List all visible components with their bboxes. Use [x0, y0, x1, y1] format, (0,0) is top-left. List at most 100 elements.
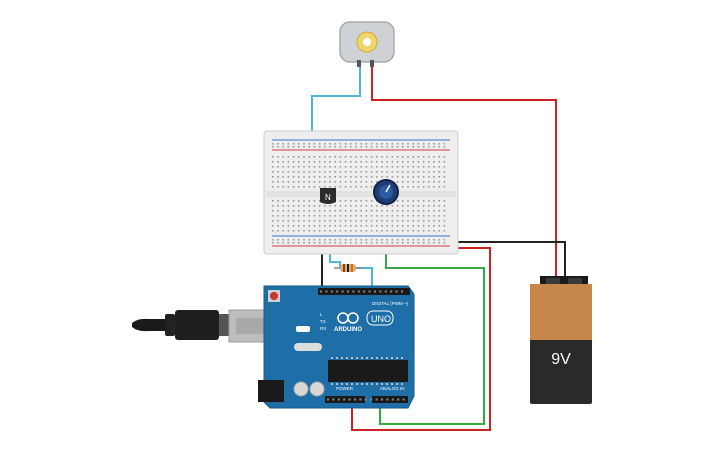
- usb-cable[interactable]: [132, 309, 274, 343]
- analog-header[interactable]: [372, 396, 408, 403]
- breadboard-hole: [428, 225, 430, 227]
- breadboard-hole: [318, 205, 321, 207]
- breadboard-hole: [417, 220, 420, 222]
- breadboard-hole: [272, 161, 274, 163]
- breadboard-hole: [287, 242, 290, 244]
- breadboard-hole: [313, 225, 316, 227]
- breadboard-hole: [412, 220, 414, 222]
- breadboard-hole: [329, 239, 331, 241]
- breadboard-hole: [412, 143, 414, 145]
- breadboard-hole: [407, 181, 409, 183]
- breadboard-hole: [277, 186, 279, 188]
- breadboard-hole: [292, 186, 295, 188]
- battery-9v[interactable]: 9V: [530, 276, 592, 404]
- breadboard-hole: [360, 210, 362, 212]
- header-pin: [348, 398, 351, 401]
- breadboard-hole: [308, 200, 310, 202]
- breadboard-hole: [422, 210, 425, 212]
- breadboard-hole: [339, 242, 342, 244]
- breadboard-hole: [365, 181, 368, 183]
- breadboard-hole: [381, 239, 383, 241]
- breadboard-hole: [334, 156, 336, 158]
- breadboard-hole: [277, 205, 279, 207]
- power-jack[interactable]: [258, 380, 284, 402]
- analog-in-label: ANALOG IN: [380, 386, 405, 391]
- breadboard-hole: [391, 220, 394, 222]
- breadboard-hole: [365, 200, 368, 202]
- breadboard-hole: [329, 166, 331, 168]
- breadboard-hole: [318, 225, 321, 227]
- breadboard-hole: [386, 161, 388, 163]
- breadboard-hole: [365, 242, 368, 244]
- breadboard-hole: [339, 205, 342, 207]
- breadboard-hole: [443, 161, 446, 163]
- breadboard-hole: [391, 210, 394, 212]
- breadboard-hole: [303, 181, 305, 183]
- breadboard-hole: [360, 181, 362, 183]
- dc-motor[interactable]: [339, 21, 395, 67]
- breadboard-hole: [402, 242, 404, 244]
- arduino-logo: ARDUINO: [334, 312, 362, 333]
- breadboard-hole: [386, 210, 388, 212]
- breadboard-hole: [318, 215, 321, 217]
- breadboard-hole: [318, 166, 321, 168]
- breadboard-hole: [329, 225, 331, 227]
- breadboard-hole: [433, 220, 435, 222]
- breadboard-hole: [438, 161, 440, 163]
- breadboard-hole: [428, 239, 430, 241]
- breadboard-hole: [370, 176, 373, 178]
- resistor[interactable]: [334, 264, 362, 272]
- wire-5v-red[interactable]: [351, 247, 491, 431]
- npn-transistor[interactable]: N: [320, 188, 336, 204]
- breadboard-hole: [292, 210, 295, 212]
- breadboard-hole: [308, 171, 310, 173]
- arduino-uno-board[interactable]: DIGITAL (PWM ~) L TX RX ARDUINO UNO POWE…: [258, 285, 415, 409]
- breadboard-hole: [292, 220, 295, 222]
- breadboard-hole: [292, 171, 295, 173]
- breadboard-hole: [407, 143, 409, 145]
- chip-pin: [396, 357, 398, 359]
- breadboard-hole: [396, 242, 399, 244]
- breadboard-holes: [272, 143, 446, 244]
- breadboard-hole: [376, 210, 378, 212]
- breadboard-hole: [308, 181, 310, 183]
- breadboard-hole: [407, 186, 409, 188]
- reset-button-cap[interactable]: [270, 292, 278, 300]
- breadboard-hole: [443, 239, 446, 241]
- header-pin: [401, 290, 403, 293]
- breadboard-hole: [287, 176, 290, 178]
- breadboard-hole: [370, 200, 373, 202]
- breadboard-hole: [360, 205, 362, 207]
- breadboard-hole: [334, 176, 336, 178]
- potentiometer[interactable]: [373, 179, 399, 205]
- breadboard-hole: [433, 176, 435, 178]
- breadboard-hole: [334, 215, 336, 217]
- breadboard-hole: [386, 156, 388, 158]
- breadboard-hole: [308, 210, 310, 212]
- breadboard-hole: [396, 210, 399, 212]
- breadboard-hole: [287, 171, 290, 173]
- breadboard-hole: [339, 220, 342, 222]
- breadboard[interactable]: [263, 130, 459, 255]
- wire-motor-red[interactable]: [371, 66, 557, 282]
- breadboard-hole: [412, 239, 414, 241]
- breadboard-hole: [344, 205, 347, 207]
- breadboard-hole: [360, 143, 362, 145]
- breadboard-hole: [339, 215, 342, 217]
- breadboard-hole: [407, 200, 409, 202]
- breadboard-hole: [298, 181, 300, 183]
- wire-pot-green[interactable]: [379, 208, 485, 425]
- breadboard-hole: [428, 186, 430, 188]
- breadboard-hole: [407, 242, 409, 244]
- breadboard-hole: [402, 166, 404, 168]
- header-pin: [364, 398, 367, 401]
- breadboard-hole: [386, 242, 388, 244]
- battery-label: 9V: [551, 351, 571, 368]
- breadboard-hole: [344, 171, 347, 173]
- breadboard-hole: [386, 215, 388, 217]
- breadboard-hole: [329, 143, 331, 145]
- breadboard-hole: [417, 200, 420, 202]
- breadboard-hole: [272, 205, 274, 207]
- breadboard-hole: [438, 166, 440, 168]
- wire-ground-battery[interactable]: [448, 241, 566, 282]
